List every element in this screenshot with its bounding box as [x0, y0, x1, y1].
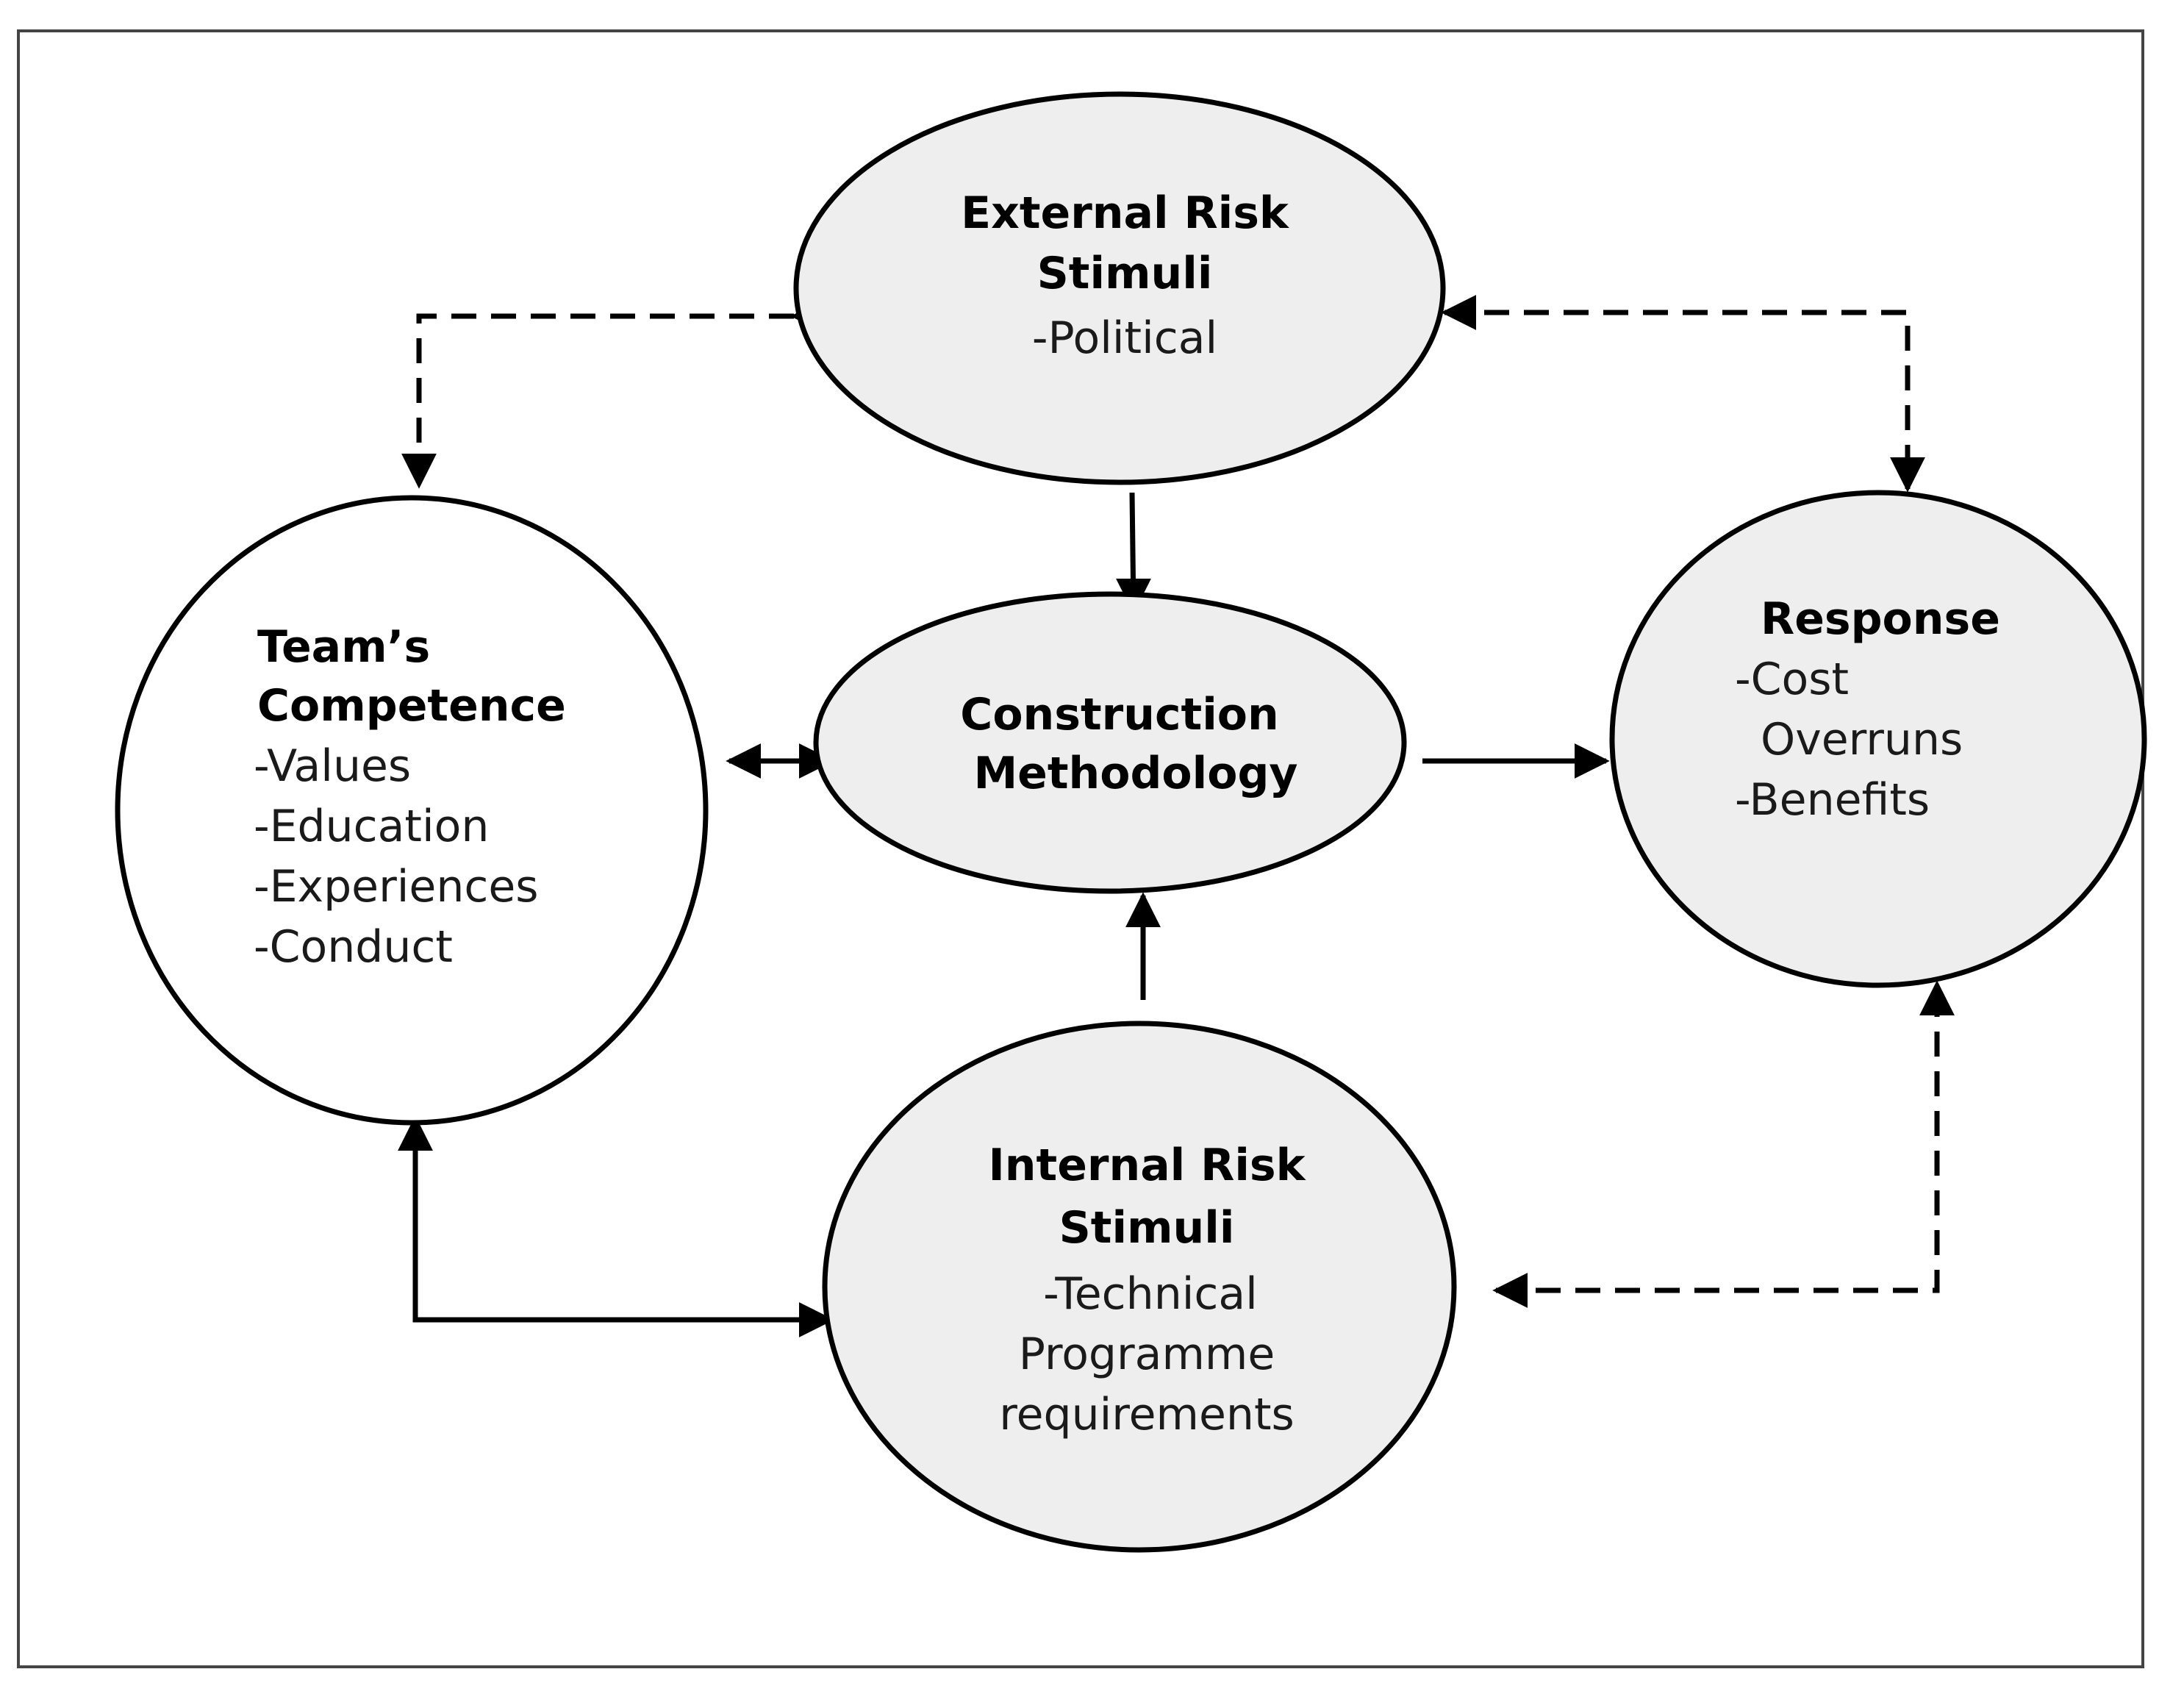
node-internal-risk: Internal Risk Stimuli -Technical Program… [822, 1021, 1457, 1553]
node-construction-methodology: Construction Methodology [813, 591, 1407, 894]
connector-internal-team [398, 1115, 834, 1337]
diagram-frame [17, 29, 2144, 1668]
node-team-competence-item-4: -Conduct [254, 921, 453, 973]
node-team-competence: Team’s Competence -Values -Education -Ex… [115, 495, 709, 1126]
node-internal-risk-title-1: Internal Risk [988, 1140, 1306, 1191]
connector-external-construction [1116, 492, 1151, 614]
node-external-risk-title-2: Stimuli [1037, 248, 1213, 299]
connector-external-response [1441, 295, 1925, 493]
node-external-risk-shape [793, 91, 1446, 485]
node-response: Response -Cost Overruns -Benefits [1609, 490, 2147, 988]
connector-external-team [401, 299, 826, 489]
node-team-competence-item-3: -Experiences [254, 861, 539, 912]
node-response-item-2: Overruns [1761, 714, 1963, 765]
node-internal-risk-item-1: -Technical [1043, 1268, 1258, 1320]
node-team-competence-shape [115, 495, 709, 1126]
node-external-risk-item-1: -Political [1032, 312, 1217, 364]
node-external-risk: External Risk Stimuli -Political [793, 91, 1446, 485]
node-internal-risk-item-3: requirements [999, 1389, 1294, 1440]
node-construction-methodology-title-2: Methodology [973, 748, 1297, 799]
node-team-competence-item-1: -Values [254, 740, 411, 792]
node-construction-methodology-shape [813, 591, 1407, 894]
node-internal-risk-title-2: Stimuli [1059, 1202, 1235, 1254]
node-response-shape [1609, 490, 2147, 988]
node-response-title-1: Response [1761, 593, 2000, 645]
node-internal-risk-shape [822, 1021, 1457, 1553]
node-team-competence-title-2: Competence [257, 680, 566, 732]
node-response-item-1: -Cost [1735, 654, 1849, 705]
node-construction-methodology-title-1: Construction [960, 689, 1278, 740]
node-internal-risk-item-2: Programme [1019, 1329, 1275, 1380]
node-response-item-3: -Benefits [1735, 774, 1930, 826]
node-team-competence-item-2: -Education [254, 801, 489, 852]
node-team-competence-title-1: Team’s [257, 621, 430, 673]
node-external-risk-title-1: External Risk [961, 187, 1290, 239]
connector-response-internal [1492, 980, 1955, 1308]
connectors [398, 295, 1955, 1337]
